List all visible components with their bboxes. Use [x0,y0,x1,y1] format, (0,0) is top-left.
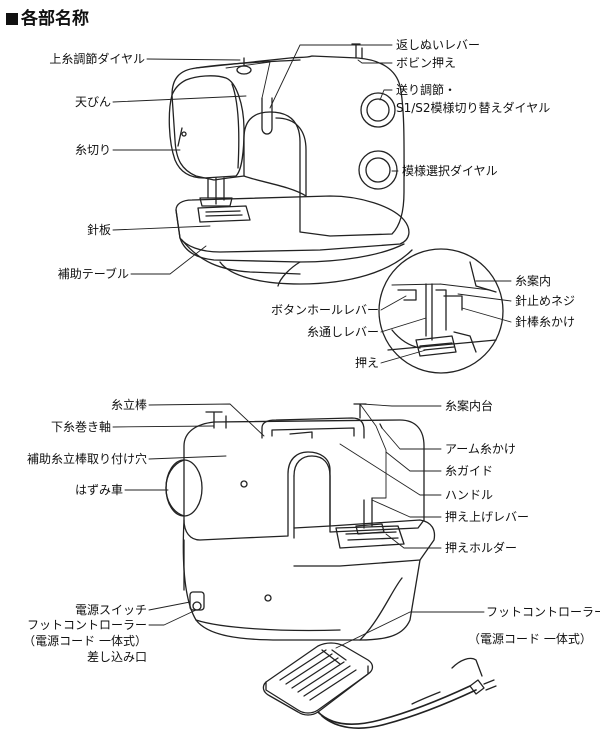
label-take-up-lever: 天びん [74,95,111,109]
label-presser-foot-lifter: 押え上げレバー [445,510,530,524]
label-upper-thread-tension-dial: 上糸調節ダイヤル [49,52,145,66]
label-spool-pin: 糸立棒 [110,398,147,412]
label-foot-controller-socket-line3: 差し込み口 [86,650,147,664]
label-presser-foot: 押え [354,356,379,370]
label-aux-spool-pin-hole: 補助糸立棒取り付け穴 [26,452,147,466]
label-auxiliary-table: 補助テーブル [57,267,129,281]
leader-lines [112,44,512,649]
square-bullet-icon [6,13,18,25]
label-reverse-lever: 返しぬいレバー [396,38,481,52]
label-pattern-select-dial: 模様選択ダイヤル [402,164,498,178]
page-title: 各部名称 [6,4,89,29]
label-hand-wheel: はずみ車 [74,483,123,497]
label-bobbin-winder-stopper: ボビン押え [396,56,457,70]
label-foot-controller-socket-line2: （電源コード 一体式） [23,634,147,648]
rear-machine-illustration [165,403,436,641]
label-buttonhole-lever: ボタンホールレバー [270,303,379,317]
label-power-switch: 電源スイッチ [74,603,147,617]
heading-text: 各部名称 [21,9,89,29]
label-thread-cutter: 糸切り [74,143,111,157]
label-foot-controller-cord: （電源コード 一体式） [468,632,592,646]
label-arm-thread-guide: アーム糸かけ [445,442,516,456]
label-foot-controller-socket-line1: フットコントローラー [26,618,147,632]
label-thread-guide-small: 糸ガイド [445,464,494,478]
label-needle-threader-lever: 糸通しレバー [306,325,379,339]
inset-closeup-illustration [378,248,504,374]
front-machine-illustration [168,43,413,287]
label-foot-controller: フットコントローラー [486,605,600,619]
label-needle-clamp-screw: 針止めネジ [515,294,576,308]
foot-controller-illustration [262,642,497,729]
label-s1-s2-pattern-dial: S1/S2模様切り替えダイヤル [396,101,551,115]
label-thread-guide: 糸案内 [515,274,552,288]
label-needle-bar-thread-guide: 針棒糸かけ [515,315,576,329]
label-handle: ハンドル [445,488,494,502]
label-presser-foot-holder: 押えホルダー [445,541,518,555]
label-thread-guide-base: 糸案内台 [445,399,494,413]
label-needle-plate: 針板 [86,223,111,237]
label-feed-adjust: 送り調節・ [396,83,457,97]
label-bobbin-winder-shaft: 下糸巻き軸 [50,420,111,434]
